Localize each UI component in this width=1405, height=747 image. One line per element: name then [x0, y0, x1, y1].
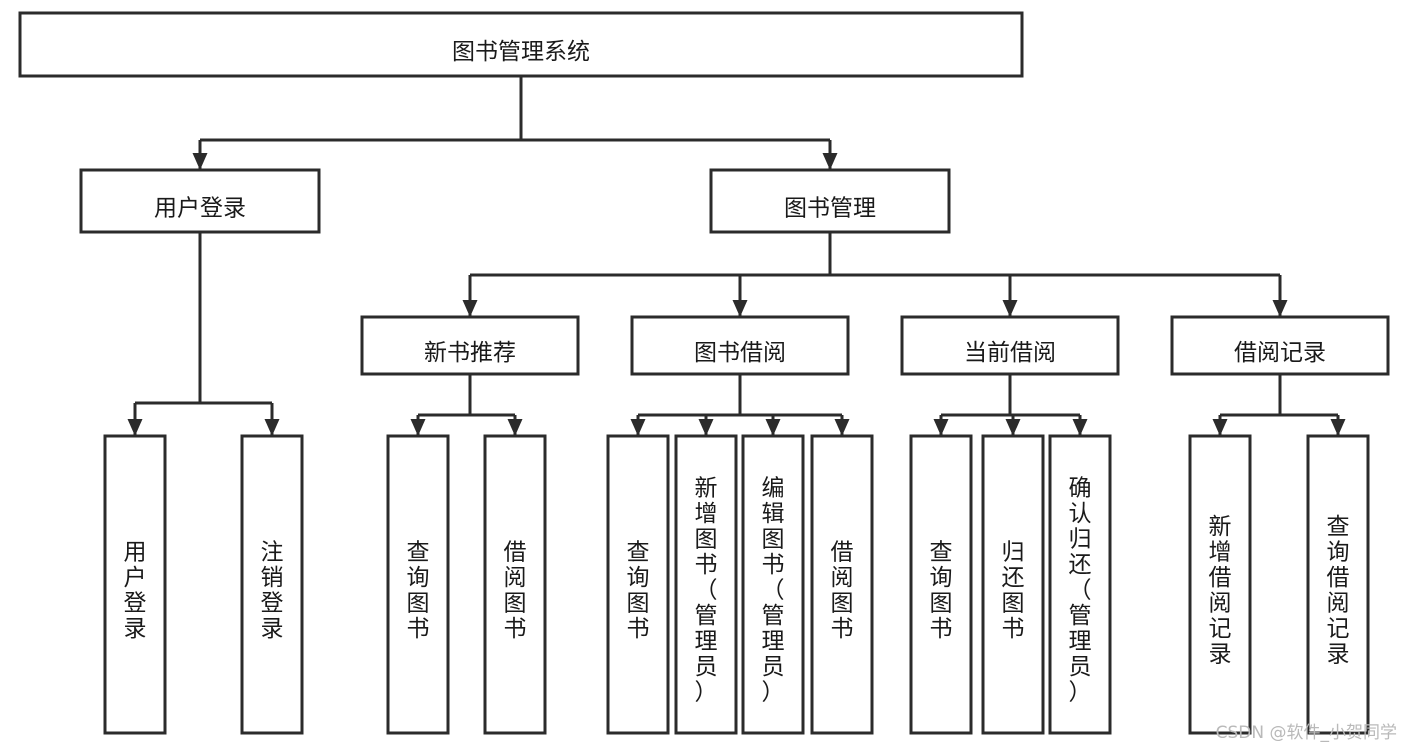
node-l3-2[interactable]: 当前借阅: [900, 315, 1120, 376]
node-l3-0-box[interactable]: [360, 315, 580, 376]
node-leaf-5-label: 新增图书（管理员）: [695, 475, 718, 705]
connector-arrow-icon: [1002, 300, 1018, 317]
connector-arrow-icon: [933, 419, 949, 436]
node-leaf-0[interactable]: 用户登录: [103, 434, 167, 735]
node-leaf-7[interactable]: 借阅图书: [810, 434, 874, 735]
node-l2-0-label: 用户登录: [154, 196, 246, 222]
node-leaf-8[interactable]: 查询图书: [909, 434, 973, 735]
node-leaf-10-label: 确认归还（管理员）: [1069, 475, 1092, 705]
connector-arrow-icon: [1005, 419, 1021, 436]
node-leaf-9[interactable]: 归还图书: [981, 434, 1045, 735]
node-leaf-6-box[interactable]: [741, 434, 805, 735]
node-leaf-11-box[interactable]: [1188, 434, 1252, 735]
node-leaf-4-box[interactable]: [606, 434, 670, 735]
node-leaf-12[interactable]: 查询借阅记录: [1306, 434, 1370, 735]
node-leaf-7-box[interactable]: [810, 434, 874, 735]
node-leaf-10[interactable]: 确认归还（管理员）: [1048, 434, 1112, 735]
node-leaf-9-label: 归还图书: [1002, 539, 1025, 642]
node-l3-1-box[interactable]: [630, 315, 850, 376]
node-l3-3[interactable]: 借阅记录: [1170, 315, 1390, 376]
node-l3-3-box[interactable]: [1170, 315, 1390, 376]
node-leaf-5-box[interactable]: [674, 434, 738, 735]
nodes-layer: 图书管理系统用户登录图书管理新书推荐图书借阅当前借阅借阅记录用户登录注销登录查询…: [18, 11, 1390, 735]
node-l2-1-box[interactable]: [709, 168, 951, 234]
node-root-system-box[interactable]: [18, 11, 1024, 78]
node-l3-0-label: 新书推荐: [424, 340, 516, 366]
node-leaf-10-box[interactable]: [1048, 434, 1112, 735]
node-leaf-12-label: 查询借阅记录: [1327, 513, 1350, 667]
node-l3-1[interactable]: 图书借阅: [630, 315, 850, 376]
node-leaf-3[interactable]: 借阅图书: [483, 434, 547, 735]
node-l3-2-label: 当前借阅: [964, 340, 1056, 366]
node-root-system[interactable]: 图书管理系统: [18, 11, 1024, 78]
connector-arrow-icon: [732, 300, 748, 317]
node-leaf-11[interactable]: 新增借阅记录: [1188, 434, 1252, 735]
connector-arrow-icon: [462, 300, 478, 317]
connector-arrow-icon: [834, 419, 850, 436]
node-leaf-2-box[interactable]: [386, 434, 450, 735]
node-leaf-3-box[interactable]: [483, 434, 547, 735]
node-leaf-0-label: 用户登录: [124, 539, 147, 642]
node-l3-1-label: 图书借阅: [694, 340, 786, 366]
node-leaf-2-label: 查询图书: [407, 539, 430, 642]
node-leaf-5[interactable]: 新增图书（管理员）: [674, 434, 738, 735]
watermark-text: CSDN @软件_小贺同学: [1215, 723, 1397, 743]
node-leaf-2[interactable]: 查询图书: [386, 434, 450, 735]
node-leaf-11-label: 新增借阅记录: [1209, 513, 1232, 667]
node-leaf-1[interactable]: 注销登录: [240, 434, 304, 735]
connector-arrow-icon: [127, 419, 143, 436]
node-leaf-9-box[interactable]: [981, 434, 1045, 735]
node-leaf-4-label: 查询图书: [627, 539, 650, 642]
connector-arrow-icon: [630, 419, 646, 436]
node-l2-0-box[interactable]: [79, 168, 321, 234]
node-leaf-12-box[interactable]: [1306, 434, 1370, 735]
connector-arrow-icon: [410, 419, 426, 436]
connector-arrow-icon: [507, 419, 523, 436]
node-leaf-3-label: 借阅图书: [504, 539, 527, 642]
connector-arrow-icon: [1072, 419, 1088, 436]
node-leaf-1-box[interactable]: [240, 434, 304, 735]
connectors-layer: [127, 76, 1346, 436]
connector-arrow-icon: [1330, 419, 1346, 436]
node-leaf-7-label: 借阅图书: [831, 539, 854, 642]
node-leaf-8-box[interactable]: [909, 434, 973, 735]
connector-arrow-icon: [192, 153, 208, 170]
node-l3-2-box[interactable]: [900, 315, 1120, 376]
node-leaf-0-box[interactable]: [103, 434, 167, 735]
node-l3-0[interactable]: 新书推荐: [360, 315, 580, 376]
node-l2-0[interactable]: 用户登录: [79, 168, 321, 234]
node-root-system-label: 图书管理系统: [452, 39, 590, 65]
node-leaf-6-label: 编辑图书（管理员）: [762, 475, 785, 705]
connector-arrow-icon: [1272, 300, 1288, 317]
node-l3-3-label: 借阅记录: [1234, 340, 1326, 366]
connector-arrow-icon: [822, 153, 838, 170]
connector-arrow-icon: [765, 419, 781, 436]
node-leaf-4[interactable]: 查询图书: [606, 434, 670, 735]
connector-arrow-icon: [264, 419, 280, 436]
node-leaf-8-label: 查询图书: [930, 539, 953, 642]
node-leaf-1-label: 注销登录: [261, 539, 284, 642]
node-l2-1-label: 图书管理: [784, 196, 876, 222]
node-leaf-6[interactable]: 编辑图书（管理员）: [741, 434, 805, 735]
connector-arrow-icon: [698, 419, 714, 436]
connector-arrow-icon: [1212, 419, 1228, 436]
node-l2-1[interactable]: 图书管理: [709, 168, 951, 234]
